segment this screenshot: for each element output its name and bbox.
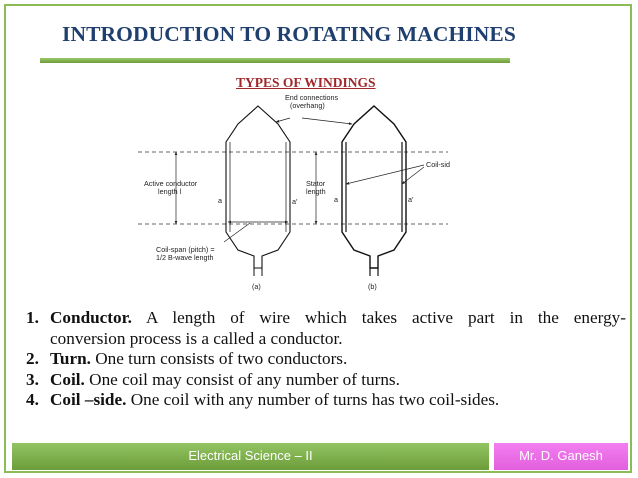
footer-author-bar: Mr. D. Ganesh	[494, 443, 628, 470]
end-connections-leader	[275, 117, 291, 123]
section-subtitle: TYPES OF WINDINGS	[236, 75, 376, 90]
winding-diagram: End connections (overhang) Coil-sides Ac…	[130, 92, 450, 298]
definition-term: Coil –side.	[50, 390, 127, 409]
slide-border	[4, 4, 632, 473]
winding-diagram-svg: End connections (overhang) Coil-sides Ac…	[138, 93, 450, 291]
overhang-label: (overhang)	[290, 101, 325, 110]
definition-term: Coil.	[50, 369, 85, 389]
definition-text: One coil with any number of turns has tw…	[130, 390, 500, 409]
definition-number: 1.	[26, 308, 39, 327]
coil-sides-label: Coil-sides	[426, 160, 450, 169]
definition-number: 4.	[26, 390, 39, 409]
definition-item: 3. Coil. One coil may consist of any num…	[26, 370, 626, 391]
coil-b-side-a-prime-label: a′	[408, 195, 414, 204]
definition-number: 2.	[26, 349, 39, 368]
definition-item: 4. Coil –side. One coil with any number …	[26, 390, 626, 411]
title-underline-bar	[40, 58, 510, 63]
definition-number: 3.	[26, 369, 39, 389]
definition-text: One turn consists of two conductors.	[95, 349, 348, 368]
coil-b-side-a-label: a	[334, 195, 338, 204]
coil-b-outline	[341, 105, 407, 269]
definition-text-continued: conversion process is a called a conduct…	[50, 328, 343, 348]
active-length-label-2: length l	[158, 187, 182, 196]
definition-text: A length of wire which takes active part…	[145, 308, 626, 327]
caption-a: (a)	[252, 282, 261, 291]
footer-author-label: Mr. D. Ganesh	[519, 448, 603, 463]
definition-text: One coil may consist of any number of tu…	[89, 369, 400, 389]
footer: Electrical Science – II Mr. D. Ganesh	[12, 443, 628, 470]
definition-term: Turn.	[50, 349, 91, 368]
coil-span-leader	[223, 222, 251, 243]
coil-sides-leader-1	[345, 164, 425, 185]
footer-course-label: Electrical Science – II	[188, 448, 313, 463]
stator-length-label: Stator	[306, 179, 326, 188]
definition-item: 2. Turn. One turn consists of two conduc…	[26, 349, 626, 370]
footer-course-bar: Electrical Science – II	[12, 443, 489, 470]
end-connections-label: End connections	[285, 93, 339, 102]
end-connections-leader-2	[301, 117, 353, 126]
definition-term: Conductor.	[50, 308, 132, 327]
coil-span-label: Coil-span (pitch) =	[156, 245, 215, 254]
definition-line: Conductor. A length of wire which takes …	[50, 308, 626, 329]
coil-b	[341, 105, 407, 276]
stator-length-label-2: length	[306, 187, 326, 196]
caption-b: (b)	[368, 282, 377, 291]
definition-item: 1. Conductor. A length of wire which tak…	[26, 308, 626, 349]
coil-a-outline	[225, 105, 291, 269]
coil-a	[225, 105, 291, 276]
slide-title: INTRODUCTION TO ROTATING MACHINES	[62, 22, 516, 46]
active-length-label: Active conductor	[144, 179, 198, 188]
coil-a-side-a-prime-label: a′	[292, 197, 298, 206]
coil-a-side-a-label: a	[218, 196, 222, 205]
definitions-list: 1. Conductor. A length of wire which tak…	[26, 308, 626, 411]
coil-sides-leader-2	[401, 166, 425, 185]
coil-span-label-2: 1/2 B-wave length	[156, 253, 214, 262]
